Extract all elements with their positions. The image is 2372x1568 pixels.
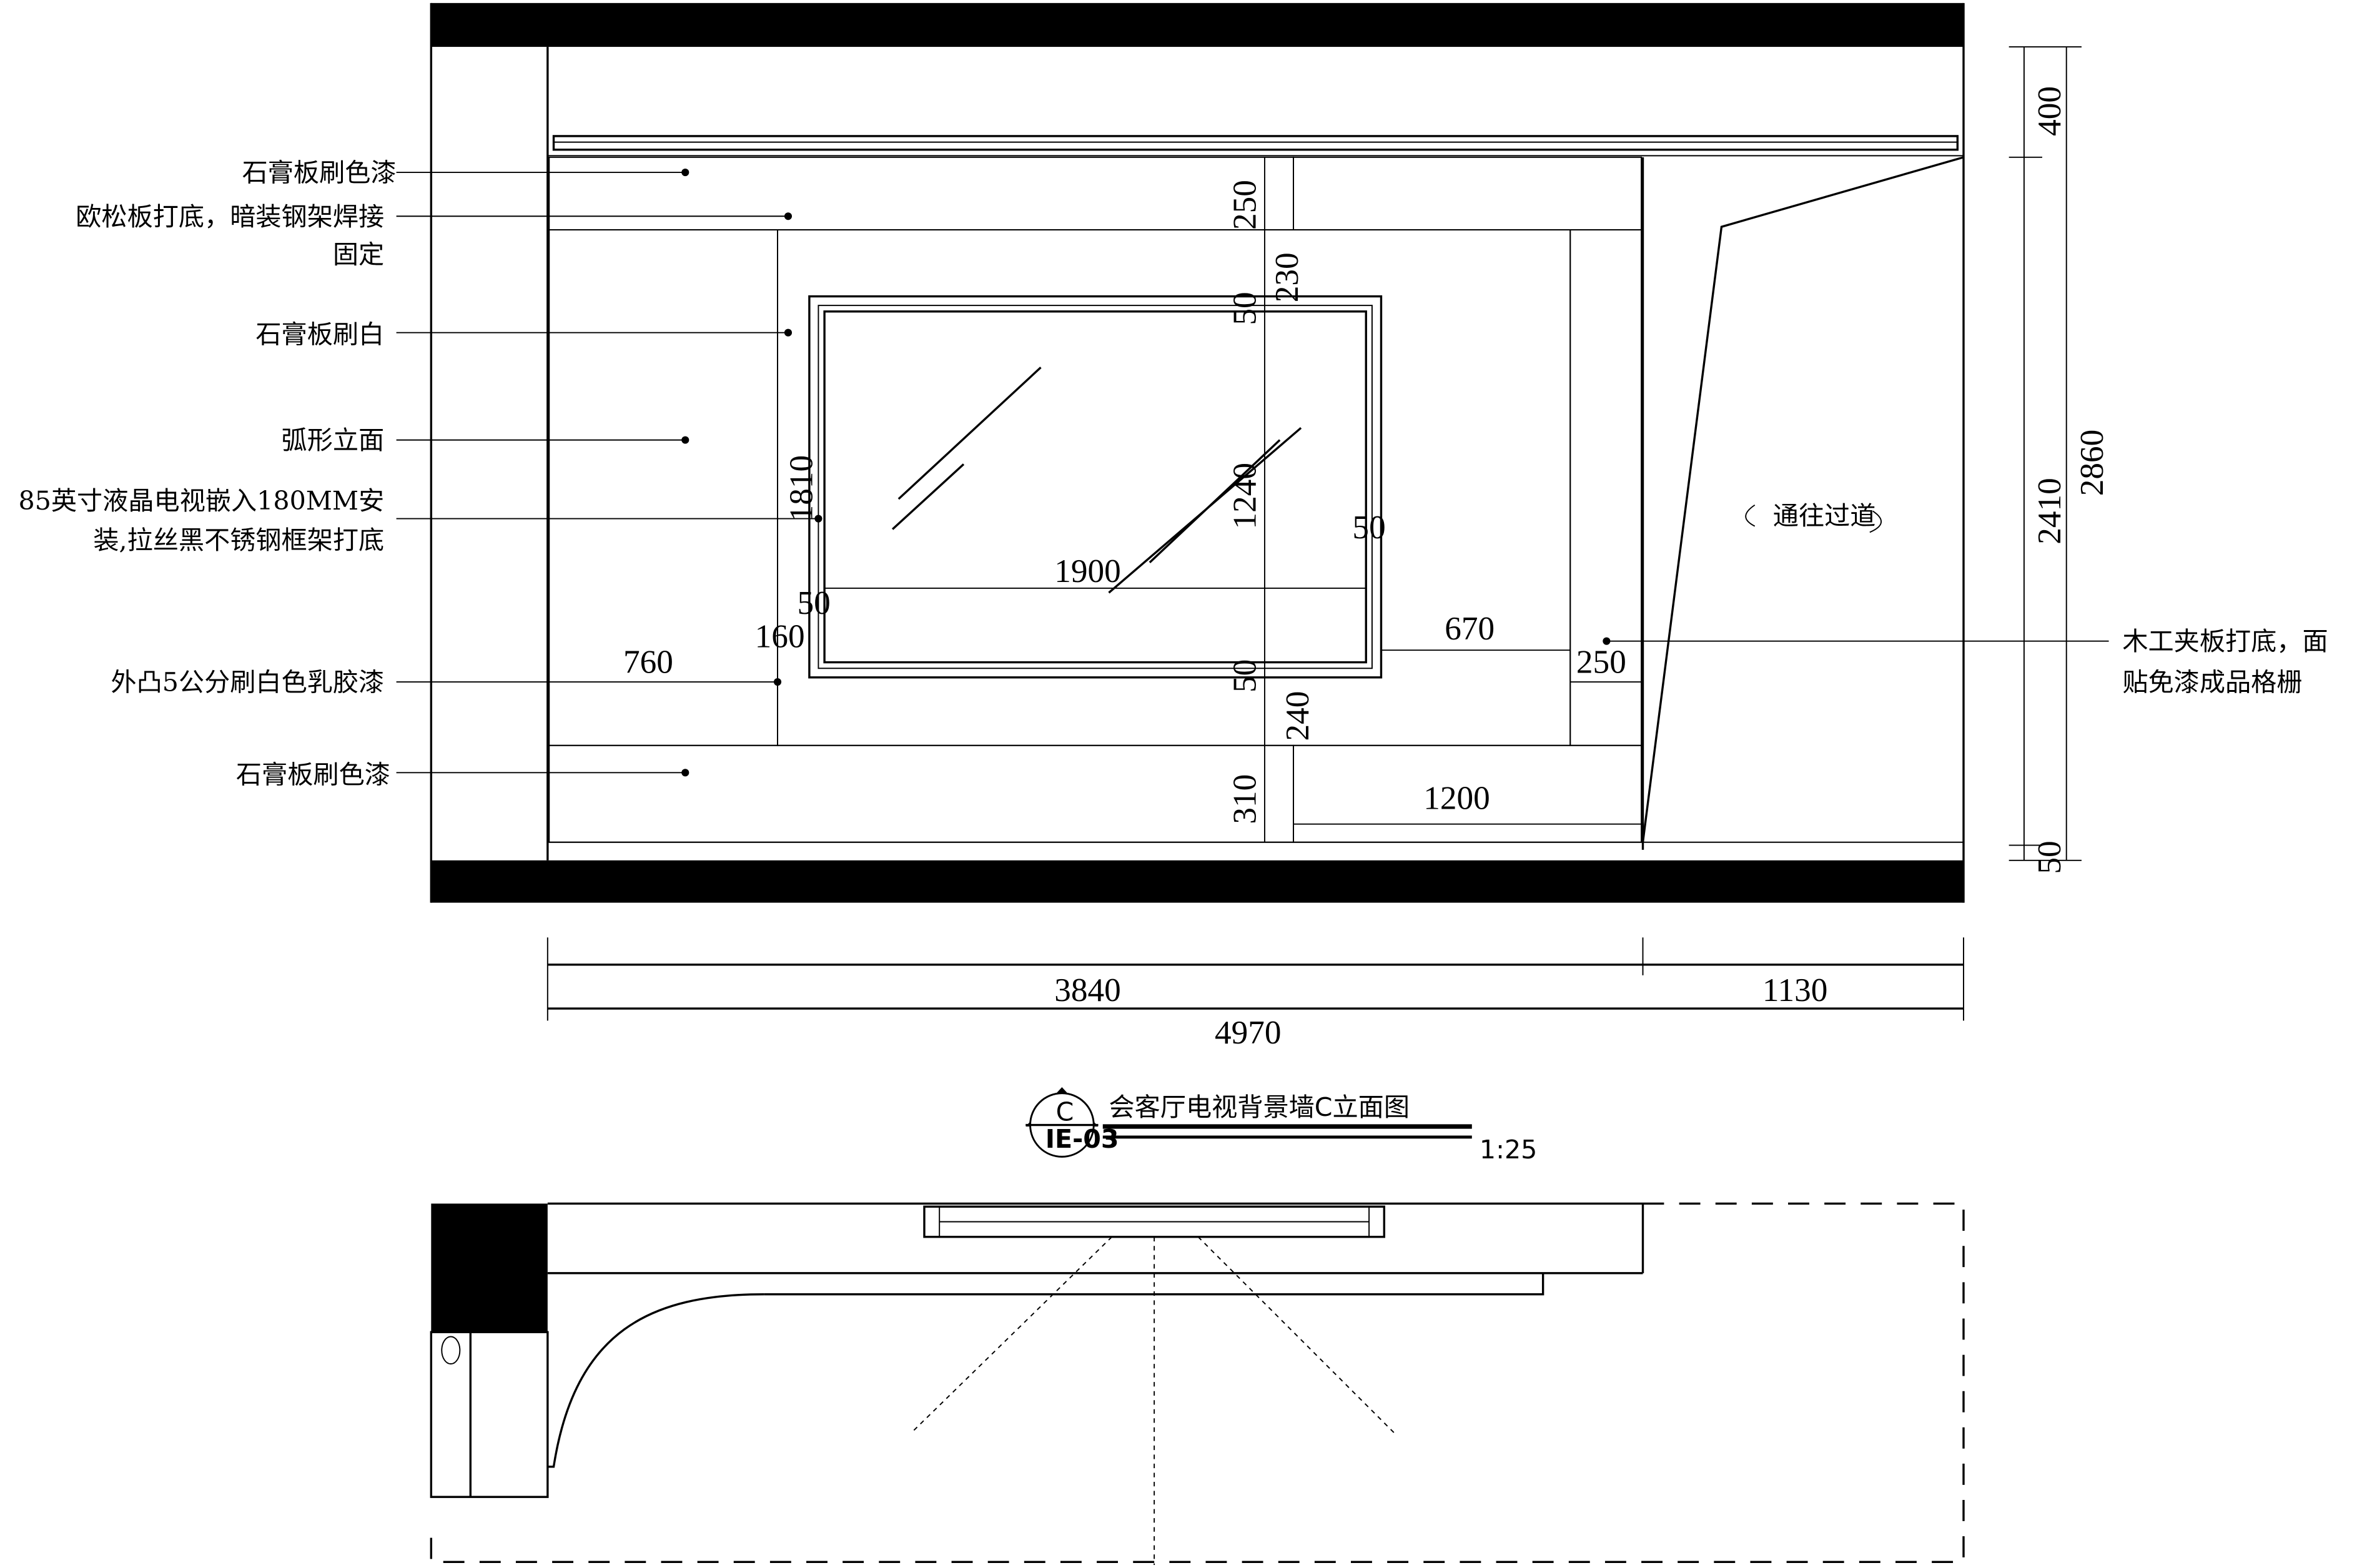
svg-text:石膏板刷色漆: 石膏板刷色漆 xyxy=(236,759,390,789)
svg-text:固定: 固定 xyxy=(333,239,384,269)
svg-text:400: 400 xyxy=(2031,86,2068,136)
tv-85-inch xyxy=(808,295,1383,679)
svg-text:230: 230 xyxy=(1268,252,1305,302)
right-grille-top xyxy=(1293,156,1643,231)
svg-text:1130: 1130 xyxy=(1762,972,1828,1008)
bottom-gypsum-band xyxy=(548,744,1294,843)
drawing-title: 会客厅电视背景墙C立面图 xyxy=(1109,1092,1410,1122)
svg-text:2860: 2860 xyxy=(2073,430,2110,496)
svg-text:欧松板打底，暗装钢架焊接: 欧松板打底，暗装钢架焊接 xyxy=(76,202,384,232)
svg-text:4970: 4970 xyxy=(1215,1014,1282,1051)
svg-text:50: 50 xyxy=(1226,292,1263,325)
svg-text:50: 50 xyxy=(2031,841,2068,874)
vertical-dimensions: 250 230 50 1240 50 240 310 1810 xyxy=(783,180,1316,824)
svg-text:2410: 2410 xyxy=(2031,478,2068,545)
svg-text:贴免漆成品格栅: 贴免漆成品格栅 xyxy=(2122,668,2302,698)
left-annotations: 石膏板刷色漆 欧松板打底，暗装钢架焊接 固定 石膏板刷白 弧形立面 85英寸液晶… xyxy=(19,158,823,789)
right-annotations: 木工夹板打底，面 贴免漆成品格栅 xyxy=(1603,626,2328,698)
svg-text:1810: 1810 xyxy=(783,455,820,522)
horizontal-dimensions: 1900 50 50 160 760 670 250 1200 xyxy=(623,509,1643,825)
svg-text:160: 160 xyxy=(755,618,805,654)
svg-text:760: 760 xyxy=(623,644,673,681)
svg-text:石膏板刷白: 石膏板刷白 xyxy=(255,320,384,350)
bottom-dimension-chain: 3840 1130 4970 xyxy=(546,937,1964,1051)
svg-text:1240: 1240 xyxy=(1226,463,1263,530)
floor-slab xyxy=(431,860,1964,903)
section-symbol-sheet: IE-03 xyxy=(1045,1124,1119,1154)
top-gypsum-band xyxy=(548,156,1294,231)
svg-text:310: 310 xyxy=(1226,774,1263,824)
svg-text:50: 50 xyxy=(1352,509,1385,546)
right-dimension-chain: 400 2410 50 2860 xyxy=(2009,46,2110,874)
svg-text:1200: 1200 xyxy=(1423,779,1490,816)
svg-text:装,拉丝黑不锈钢框架打底: 装,拉丝黑不锈钢框架打底 xyxy=(93,525,384,555)
drawing-title-block: C IE-03 会客厅电视背景墙C立面图 1:25 xyxy=(1025,1087,1537,1165)
elevation-view: 通往过道 250 230 50 1240 50 240 310 1810 190… xyxy=(19,2,2328,1051)
passage-label: 通往过道 xyxy=(1773,501,1876,531)
tv-plan xyxy=(923,1205,1386,1238)
svg-text:250: 250 xyxy=(1226,180,1263,230)
svg-text:弧形立面: 弧形立面 xyxy=(282,425,385,455)
svg-text:240: 240 xyxy=(1279,691,1316,741)
svg-text:木工夹板打底，面: 木工夹板打底，面 xyxy=(2122,626,2328,656)
section-symbol-letter: C xyxy=(1056,1097,1074,1127)
svg-text:670: 670 xyxy=(1445,610,1495,647)
svg-text:外凸5公分刷白色乳胶漆: 外凸5公分刷白色乳胶漆 xyxy=(111,668,384,698)
passage-opening-outline xyxy=(1641,156,1964,842)
plan-view xyxy=(430,1202,1965,1566)
svg-text:250: 250 xyxy=(1576,644,1626,681)
svg-text:85英寸液晶电视嵌入180MM安: 85英寸液晶电视嵌入180MM安 xyxy=(19,486,385,516)
ceiling-slab xyxy=(431,2,1964,47)
svg-text:1900: 1900 xyxy=(1054,553,1121,589)
ceiling-cornice xyxy=(552,135,1959,151)
svg-text:石膏板刷色漆: 石膏板刷色漆 xyxy=(242,158,397,188)
svg-text:50: 50 xyxy=(1226,659,1263,693)
svg-text:50: 50 xyxy=(797,584,830,621)
drawing-scale: 1:25 xyxy=(1480,1135,1537,1165)
svg-text:3840: 3840 xyxy=(1054,972,1121,1008)
